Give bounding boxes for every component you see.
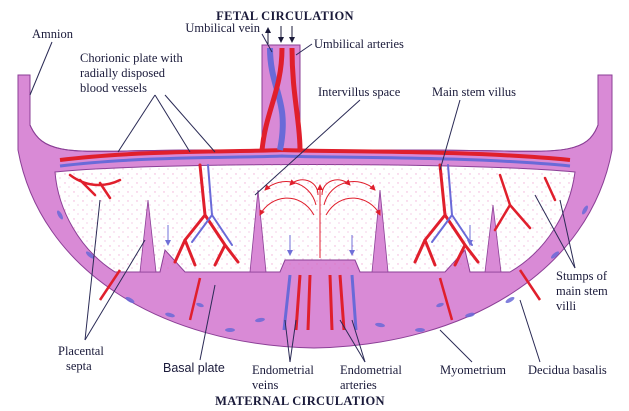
- label-endometrial-veins-2: veins: [252, 378, 279, 392]
- label-endometrial-arteries-2: arteries: [340, 378, 377, 392]
- label-chorionic-plate-2: radially disposed: [80, 66, 166, 80]
- umbilical-cord: [259, 26, 303, 151]
- label-basal-plate: Basal plate: [163, 361, 225, 375]
- label-myometrium: Myometrium: [440, 363, 506, 377]
- label-stumps-2: main stem: [556, 284, 608, 298]
- label-chorionic-plate-1: Chorionic plate with: [80, 51, 184, 65]
- label-stumps-1: Stumps of: [556, 269, 608, 283]
- maternal-blood-jet: [165, 179, 473, 258]
- label-endometrial-arteries-1: Endometrial: [340, 363, 402, 377]
- villous-tree-far-right: [493, 173, 557, 232]
- villous-tree-far-left: [68, 173, 122, 200]
- label-stumps-3: villi: [556, 299, 577, 313]
- villous-tree-left: [173, 163, 240, 267]
- label-umbilical-vein: Umbilical vein: [185, 21, 260, 35]
- label-endometrial-veins-1: Endometrial: [252, 363, 314, 377]
- decidua-cells: [56, 205, 589, 332]
- header-fetal-circulation: FETAL CIRCULATION: [216, 9, 354, 23]
- label-placental-septa-2: septa: [66, 359, 92, 373]
- label-decidua-basalis: Decidua basalis: [528, 363, 607, 377]
- label-chorionic-plate-3: blood vessels: [80, 81, 147, 95]
- label-main-stem-villus: Main stem villus: [432, 85, 516, 99]
- label-amnion: Amnion: [32, 27, 74, 41]
- label-intervillus-space: Intervillus space: [318, 85, 401, 99]
- villous-tree-right: [413, 163, 480, 267]
- label-umbilical-arteries: Umbilical arteries: [314, 37, 404, 51]
- header-maternal-circulation: MATERNAL CIRCULATION: [215, 394, 385, 408]
- label-placental-septa-1: Placental: [58, 344, 104, 358]
- leader-lines: [29, 33, 576, 363]
